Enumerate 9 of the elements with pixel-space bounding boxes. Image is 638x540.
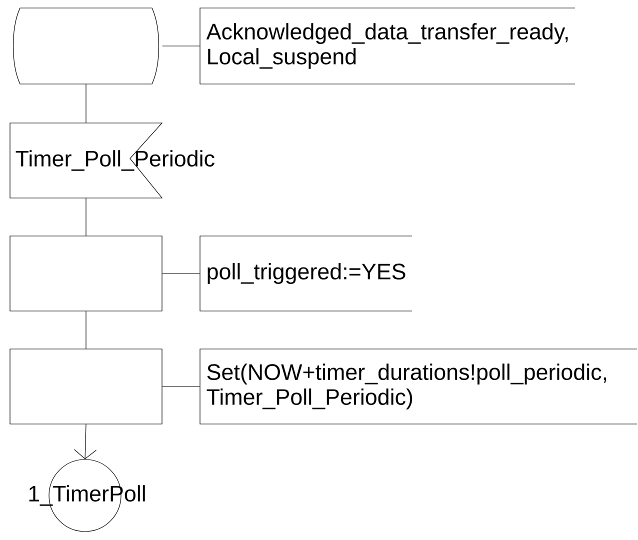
task-box — [10, 236, 162, 312]
comment-box: poll_triggered:=YES — [200, 236, 412, 312]
task-box — [10, 348, 162, 424]
comment-box: Set(NOW+timer_durations!poll_periodic, Timer_Poll_Periodic) — [200, 348, 638, 424]
arrow — [74, 424, 97, 460]
connector-line — [162, 273, 200, 274]
state-symbol — [12, 8, 160, 84]
comment-box: Acknowledged_data_transfer_ready, Local_suspend — [200, 8, 576, 84]
connector-line — [162, 386, 200, 387]
